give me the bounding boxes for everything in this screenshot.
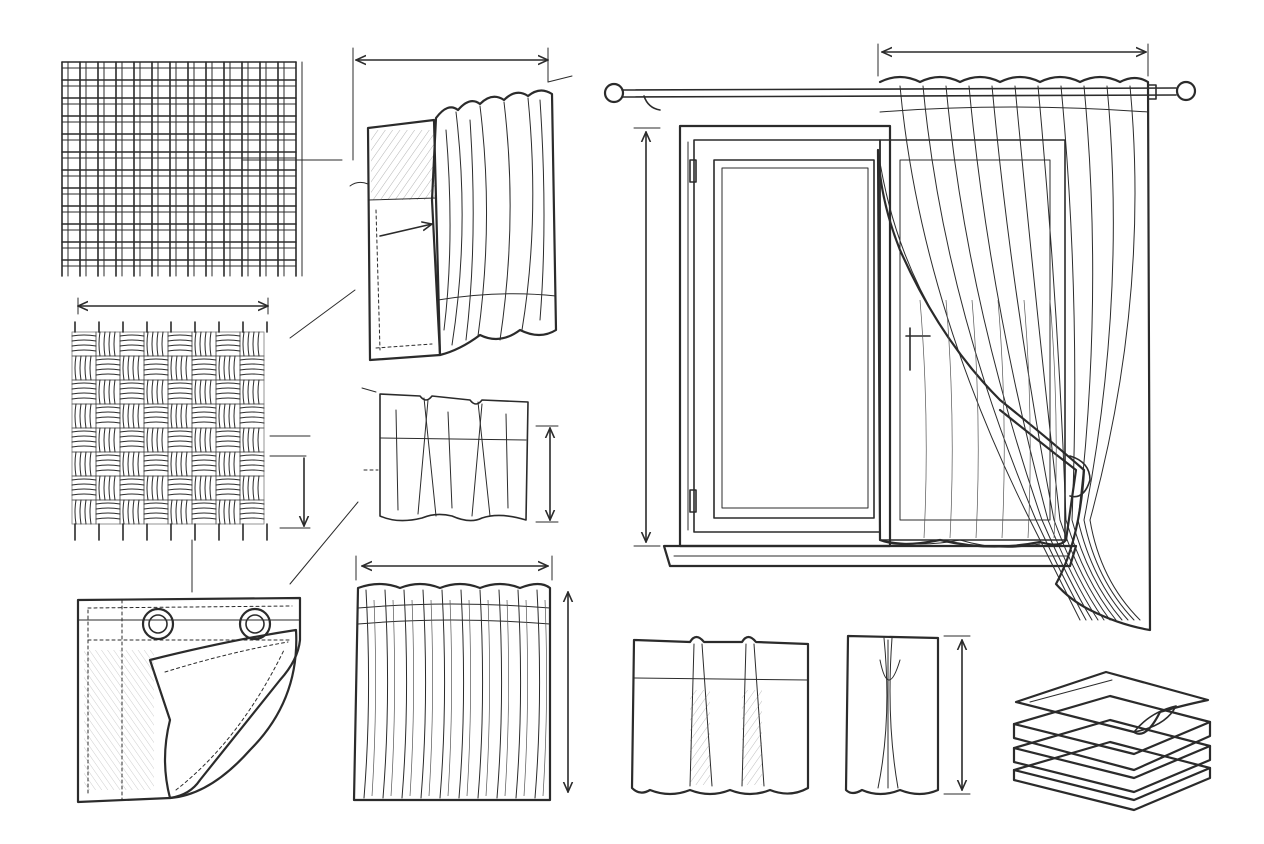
leader-line [289,289,356,339]
basket-weave-swatch-icon [71,321,268,541]
pleat-tape-curtain-icon [349,47,573,362]
repeat-dimension [269,435,311,529]
pinch-pleat-header-icon [361,387,559,523]
plain-weave-swatch-icon [61,61,303,277]
pencil-pleat-curtain-icon [352,555,568,802]
box-pleat-sample-icon [630,635,810,796]
leader-line [289,501,359,585]
window-curtain-rod-icon [603,43,1197,632]
fabric-layers-stack-icon [1012,670,1212,812]
grommet-corner-icon [76,596,302,804]
single-pleat-sample-icon [844,634,971,796]
